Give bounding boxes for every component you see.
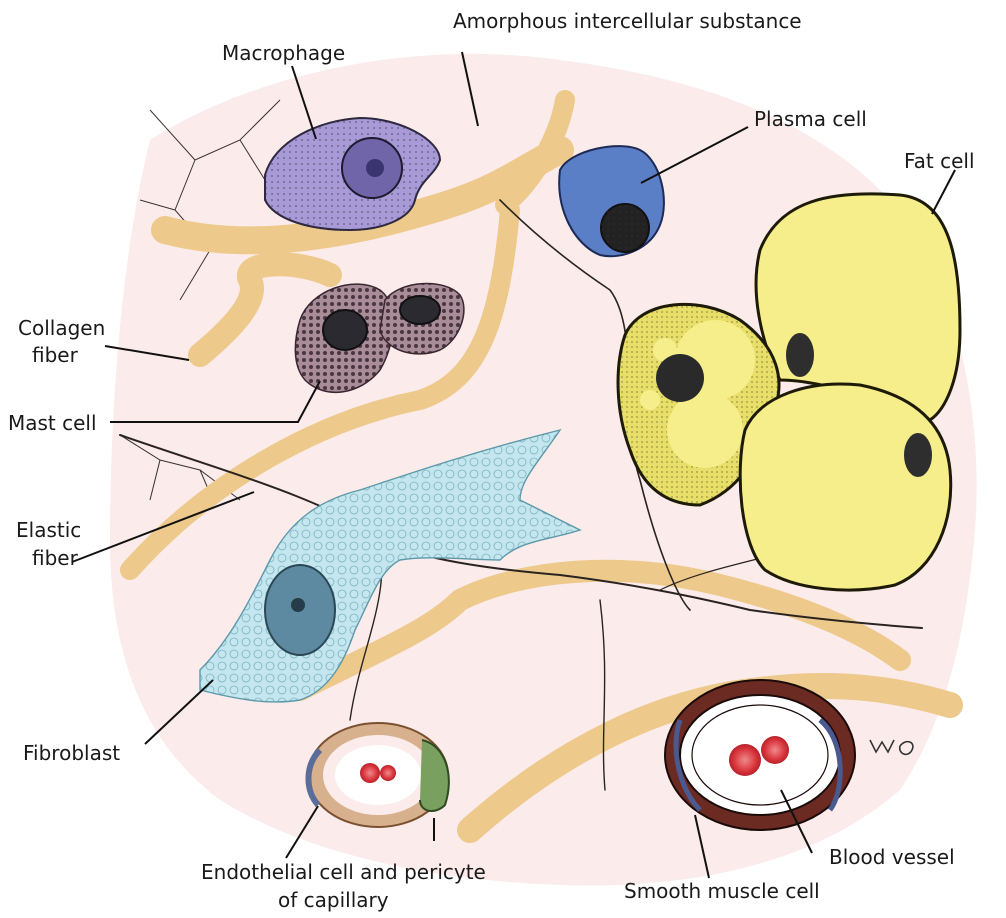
label-fat-cell: Fat cell	[904, 149, 975, 173]
label-blood-vessel: Blood vessel	[829, 845, 955, 869]
label-mast-cell: Mast cell	[8, 411, 97, 435]
label-elastic-fiber-line1: Elastic	[16, 518, 81, 542]
label-endothelial-line2: of capillary	[278, 888, 389, 912]
label-plasma-cell: Plasma cell	[754, 107, 867, 131]
blood-vessel	[665, 680, 855, 830]
label-fibroblast: Fibroblast	[23, 741, 120, 765]
label-amorphous-substance: Amorphous intercellular substance	[453, 9, 802, 33]
label-elastic-fiber-line2: fiber	[32, 546, 79, 570]
label-macrophage: Macrophage	[222, 41, 345, 65]
label-endothelial-line1: Endothelial cell and pericyte	[201, 860, 486, 884]
label-smooth-muscle-cell: Smooth muscle cell	[624, 879, 820, 903]
label-collagen-fiber-line1: Collagen	[18, 316, 105, 340]
capillary	[308, 723, 449, 827]
label-collagen-fiber-line2: fiber	[32, 343, 79, 367]
